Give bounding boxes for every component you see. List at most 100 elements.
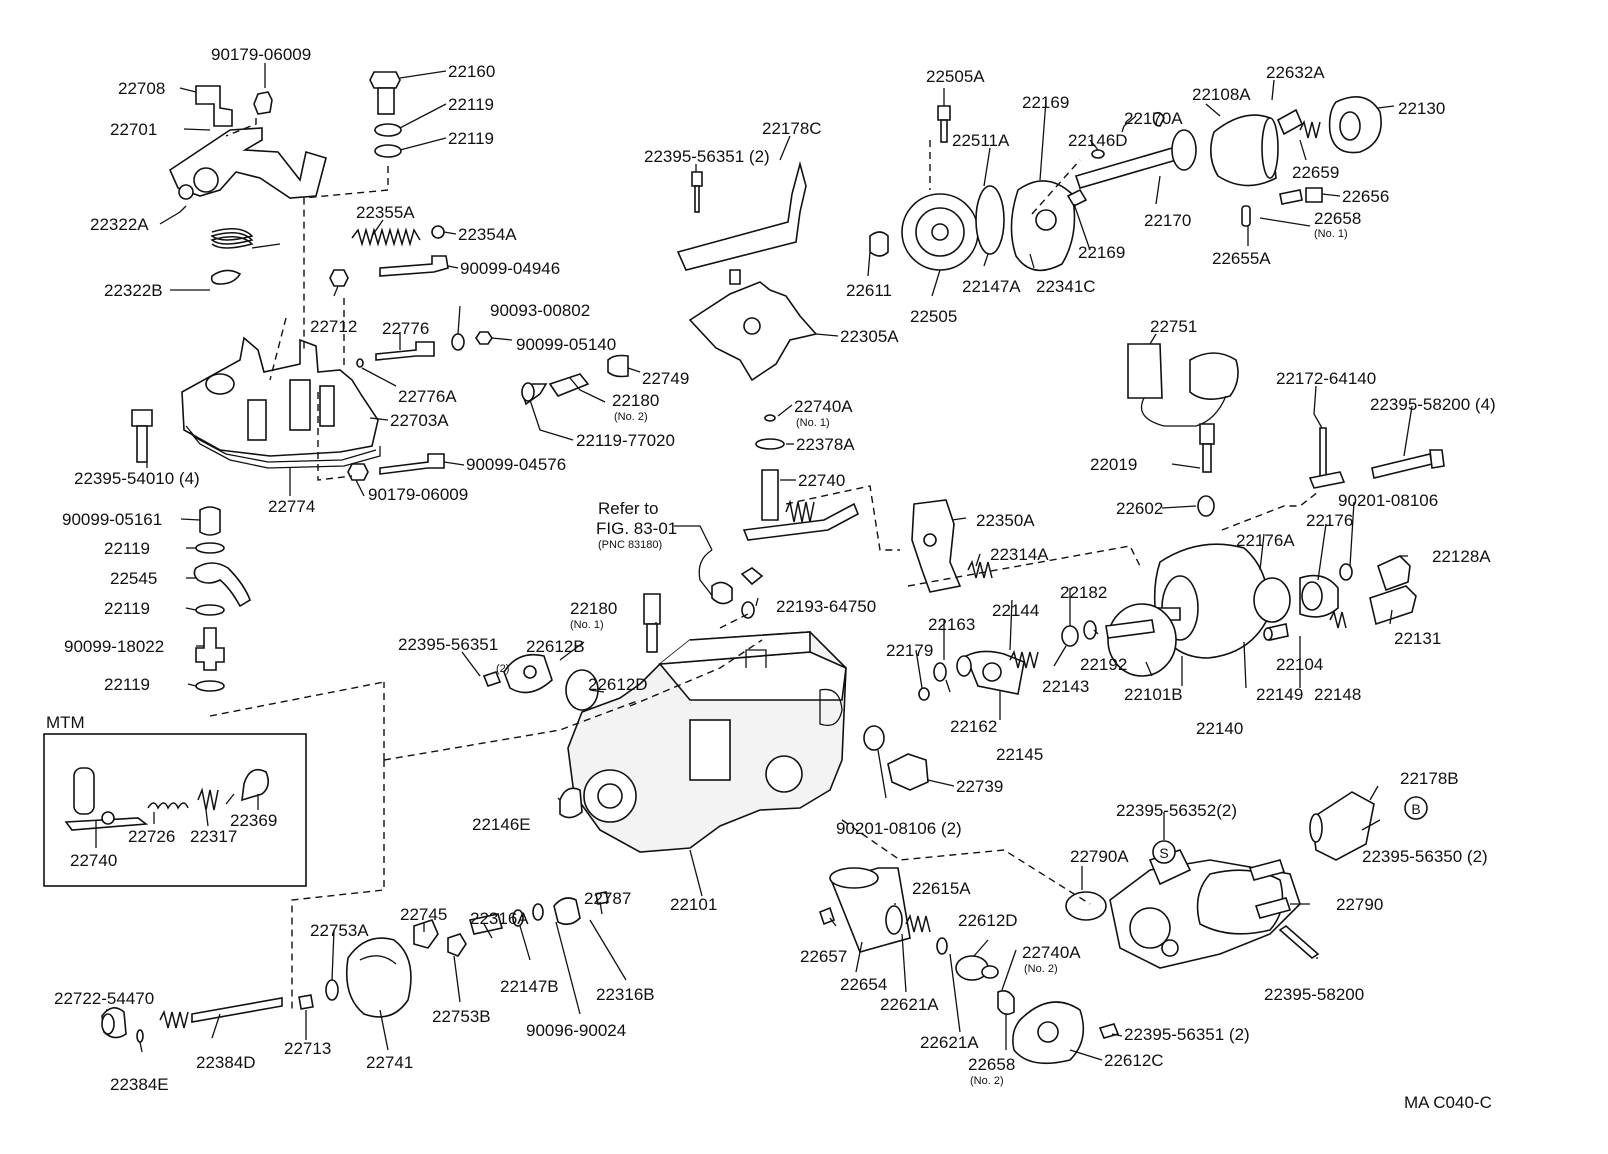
label-22740a-no1-sub: (No. 1) — [796, 417, 830, 429]
linkage-bracket — [676, 160, 818, 382]
label-22612d-a: 22612D — [588, 675, 648, 694]
label-22787: 22787 — [584, 889, 631, 908]
label-22621a-b: 22621A — [920, 1033, 979, 1052]
label-22192: 22192 — [1080, 655, 1127, 674]
label-22163: 22163 — [928, 615, 975, 634]
label-22147a: 22147A — [962, 277, 1021, 296]
label-22146e: 22146E — [472, 815, 531, 834]
label-22170a: 22170A — [1124, 109, 1183, 128]
label-22108a: 22108A — [1192, 85, 1251, 104]
label-22505a: 22505A — [926, 67, 985, 86]
label-90179-06009-a: 90179-06009 — [211, 45, 311, 64]
label-22739: 22739 — [956, 777, 1003, 796]
label-22341c: 22341C — [1036, 277, 1096, 296]
part-number-labels: 90179-06009 22160 22708 22119 22701 2211… — [46, 45, 1496, 1112]
label-22180-no1-sub: (No. 1) — [570, 619, 604, 631]
label-22316a: 22316A — [470, 909, 529, 928]
drive-shaft-group — [869, 96, 1382, 272]
label-22745: 22745 — [400, 905, 447, 924]
label-90093-00802: 90093-00802 — [490, 301, 590, 320]
label-22146d: 22146D — [1068, 131, 1128, 150]
label-90179-06009-b: 90179-06009 — [368, 485, 468, 504]
label-22658-no2: 22658 — [968, 1055, 1015, 1074]
distributor-head-group — [1065, 791, 1375, 969]
label-22612d-b: 22612D — [958, 911, 1018, 930]
label-22179: 22179 — [886, 641, 933, 660]
label-22119-77020: 22119-77020 — [576, 431, 675, 450]
label-22145: 22145 — [996, 745, 1043, 764]
label-22612c: 22612C — [1104, 1051, 1164, 1070]
label-22149: 22149 — [1256, 685, 1303, 704]
label-22176a: 22176A — [1236, 531, 1295, 550]
mtm-inset-box — [43, 733, 307, 887]
dashed-connectors — [209, 118, 1319, 1010]
outlet-fittings-group — [1253, 555, 1417, 641]
refer-note-line3: (PNC 83180) — [598, 539, 662, 551]
label-22101b: 22101B — [1124, 685, 1183, 704]
label-22178b: 22178B — [1400, 769, 1459, 788]
inset-title-mtm: MTM — [46, 713, 85, 732]
label-22790: 22790 — [1336, 895, 1383, 914]
label-22119-d: 22119 — [104, 599, 150, 618]
label-22602: 22602 — [1116, 499, 1163, 518]
label-22119-c: 22119 — [104, 539, 150, 558]
label-22178c: 22178C — [762, 119, 822, 138]
label-22632a: 22632A — [1266, 63, 1325, 82]
label-22395-58200: 22395-58200 — [1264, 985, 1364, 1004]
label-22316b: 22316B — [596, 985, 655, 1004]
svg-text:S: S — [1159, 845, 1168, 861]
label-22160: 22160 — [448, 62, 495, 81]
label-22169-b: 22169 — [1078, 243, 1125, 262]
label-22130: 22130 — [1398, 99, 1445, 118]
solenoid-group — [698, 414, 860, 619]
label-22740a-no2-sub: (No. 2) — [1024, 963, 1058, 975]
label-22128a: 22128A — [1432, 547, 1491, 566]
label-22511a: 22511A — [952, 131, 1010, 150]
label-22776a: 22776A — [398, 387, 457, 406]
label-22162: 22162 — [950, 717, 997, 736]
label-22740: 22740 — [798, 471, 845, 490]
label-90096-90024: 90096-90024 — [526, 1021, 626, 1040]
pressure-valve-group — [911, 499, 1270, 701]
label-22505: 22505 — [910, 307, 957, 326]
circle-mark-s: S — [1152, 840, 1176, 864]
label-22726: 22726 — [128, 827, 175, 846]
label-90099-04946: 90099-04946 — [460, 259, 560, 278]
label-22317: 22317 — [190, 827, 237, 846]
label-22395-56350: 22395-56350 (2) — [1362, 847, 1488, 866]
label-22612b: 22612B — [526, 637, 585, 656]
governor-lever-group — [168, 85, 327, 285]
label-22384d: 22384D — [196, 1053, 256, 1072]
refer-note-line1: Refer to — [598, 499, 658, 518]
label-22776: 22776 — [382, 319, 429, 338]
label-22019: 22019 — [1090, 455, 1137, 474]
label-90099-05161: 90099-05161 — [62, 510, 162, 529]
label-22395-56352: 22395-56352(2) — [1116, 801, 1237, 820]
label-22180-no2-sub: (No. 2) — [614, 411, 648, 423]
label-22314a: 22314A — [990, 545, 1049, 564]
label-22180-no2: 22180 — [612, 391, 659, 410]
label-22172-64140: 22172-64140 — [1276, 369, 1376, 388]
timer-spring-chain — [101, 891, 609, 1043]
label-22101: 22101 — [670, 895, 717, 914]
label-22655a: 22655A — [1212, 249, 1271, 268]
label-22322a: 22322A — [90, 215, 149, 234]
label-22740a-no1: 22740A — [794, 397, 853, 416]
label-22169-a: 22169 — [1022, 93, 1069, 112]
sensor-group — [1127, 343, 1445, 517]
label-22658-no1-sub: (No. 1) — [1314, 228, 1348, 240]
label-22545: 22545 — [110, 569, 157, 588]
side-fittings — [131, 354, 629, 481]
label-22708: 22708 — [118, 79, 165, 98]
label-22615a: 22615A — [912, 879, 971, 898]
label-22395-56351-b-sub: (2) — [496, 663, 509, 675]
label-22749: 22749 — [642, 369, 689, 388]
label-22143: 22143 — [1042, 677, 1089, 696]
refer-note-line2: FIG. 83-01 — [596, 519, 677, 538]
label-22170: 22170 — [1144, 211, 1191, 230]
label-22790a: 22790A — [1070, 847, 1129, 866]
label-22740a-no2: 22740A — [1022, 943, 1081, 962]
label-22751: 22751 — [1150, 317, 1197, 336]
label-22131: 22131 — [1394, 629, 1441, 648]
label-22148: 22148 — [1314, 685, 1361, 704]
